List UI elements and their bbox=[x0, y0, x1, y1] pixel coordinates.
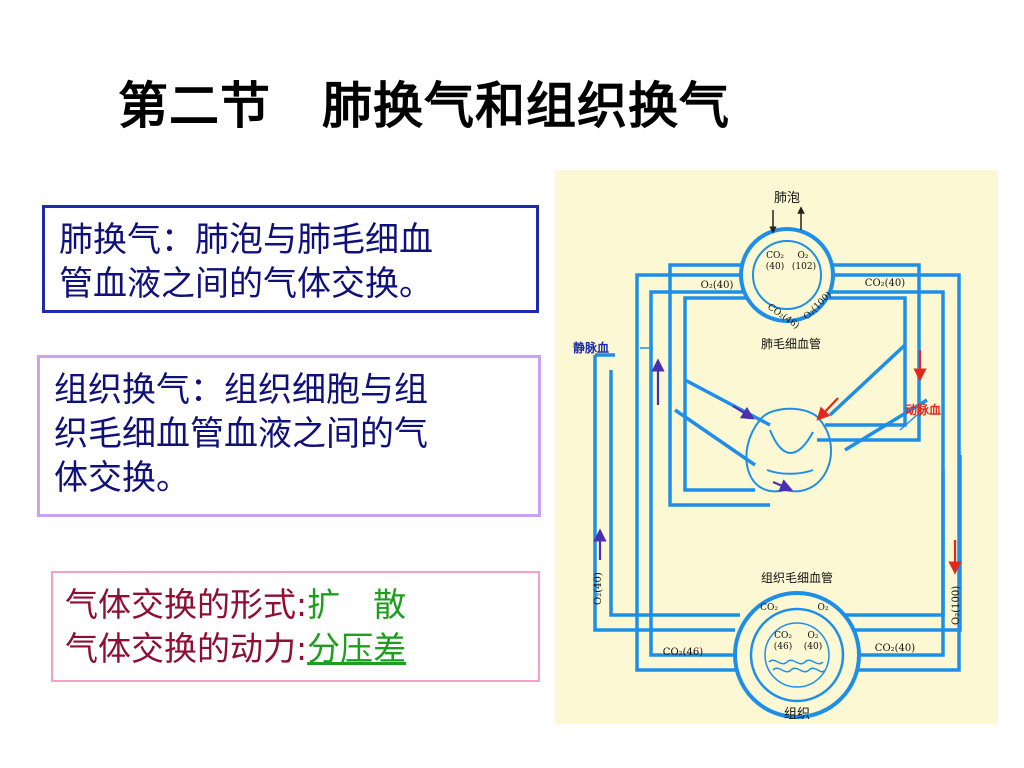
gas-exchange-box: 气体交换的形式:扩 散 气体交换的动力:分压差 bbox=[51, 571, 540, 682]
tissue-o2-value: (40) bbox=[804, 641, 822, 652]
systemic-lower-vessels bbox=[593, 353, 962, 632]
gas-form-line: 气体交换的形式:扩 散 bbox=[65, 583, 526, 627]
gas-form-label: 气体交换的形式: bbox=[65, 585, 308, 624]
tissue-o2-outer-label: O₂ bbox=[818, 603, 829, 613]
tissue-line-1: 组织换气：组织细胞与组 bbox=[54, 370, 428, 410]
arterial-blood-label: 动脉血 bbox=[905, 402, 941, 417]
flow-arrows bbox=[593, 350, 962, 575]
o2-40-label: O₂(40) bbox=[701, 280, 734, 291]
pulmonary-line-2: 管血液之间的气体交换。 bbox=[59, 264, 433, 304]
connector-lines bbox=[640, 347, 918, 431]
heart bbox=[745, 407, 832, 493]
o2-100-vertical-label: O₂(100) bbox=[951, 586, 962, 625]
gas-force-line: 气体交换的动力:分压差 bbox=[65, 627, 526, 671]
page-title: 第二节 肺换气和组织换气 bbox=[118, 77, 730, 135]
gas-exchange-diagram: 肺泡 CO₂ O₂ (40) (102) O₂(40) CO₂(40) CO₂(… bbox=[555, 170, 998, 724]
alveolus-co2-value: (40) bbox=[766, 261, 784, 272]
co2-40-bottom-label: CO₂(40) bbox=[875, 643, 915, 654]
gas-form-value: 扩 散 bbox=[307, 585, 407, 624]
tissue-label: 组织 bbox=[784, 707, 810, 722]
pulmonary-capillary-label: 肺毛细血管 bbox=[761, 336, 821, 351]
alveolus-o2-value: (102) bbox=[792, 261, 816, 272]
tissue-exchange-box: 组织换气：组织细胞与组 织毛细血管血液之间的气 体交换。 bbox=[37, 355, 541, 517]
tissue-co2-value: (46) bbox=[774, 641, 792, 652]
co2-46-bottom-label: CO₂(46) bbox=[663, 647, 703, 658]
alveolus-label: 肺泡 bbox=[774, 191, 800, 206]
tissue-co2-inner-label: CO₂ bbox=[774, 631, 792, 641]
gas-force-value: 分压差 bbox=[307, 629, 407, 668]
alveolus-o2-label: O₂ bbox=[798, 251, 809, 261]
tissue-line-3: 体交换。 bbox=[54, 458, 190, 498]
alveolus bbox=[739, 206, 835, 323]
tissue-capillary-label: 组织毛细血管 bbox=[761, 570, 833, 585]
venous-blood-label: 静脉血 bbox=[573, 340, 609, 355]
tissue-o2-inner-label: O₂ bbox=[808, 631, 819, 641]
pulmonary-exchange-box: 肺换气：肺泡与肺毛细血 管血液之间的气体交换。 bbox=[42, 205, 539, 313]
tissue-line-2: 织毛细血管血液之间的气 bbox=[54, 414, 428, 454]
co2-40-top-label: CO₂(40) bbox=[865, 278, 905, 289]
alveolus-co2-label: CO₂ bbox=[766, 251, 784, 261]
gas-force-label: 气体交换的动力: bbox=[65, 629, 308, 668]
pulmonary-line-1: 肺换气：肺泡与肺毛细血 bbox=[59, 220, 433, 260]
o2-40-vertical-label: O₂(40) bbox=[593, 572, 604, 605]
tissue bbox=[733, 591, 861, 719]
tissue-co2-outer-label: CO₂ bbox=[760, 603, 778, 613]
circulation-svg: 肺泡 CO₂ O₂ (40) (102) O₂(40) CO₂(40) CO₂(… bbox=[573, 191, 962, 722]
